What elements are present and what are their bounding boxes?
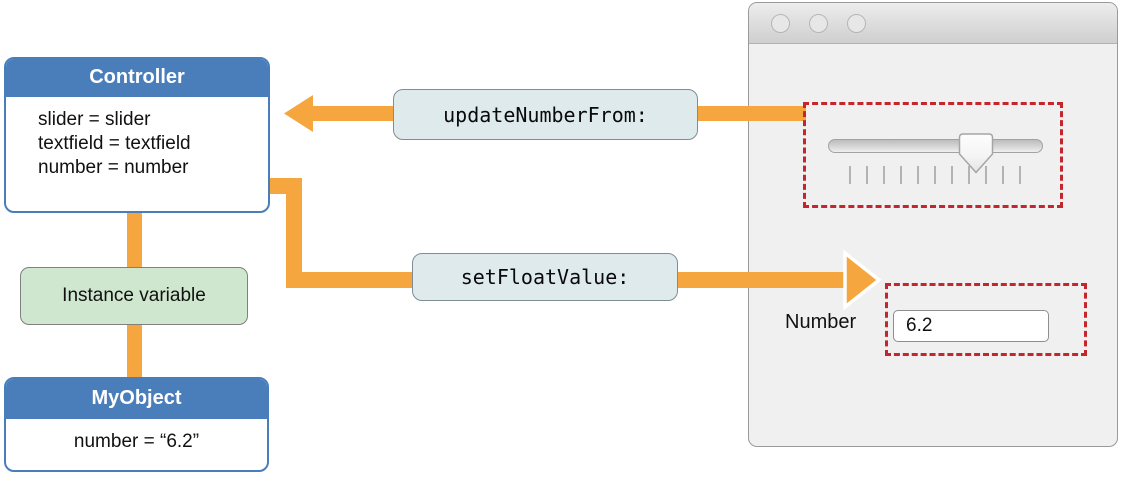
number-input[interactable]	[893, 310, 1049, 342]
slider-highlight-box	[803, 102, 1063, 208]
controller-box: Controller slider = slider textfield = t…	[4, 57, 270, 213]
slider-tick	[1002, 166, 1004, 184]
myobject-box: MyObject number = “6.2”	[4, 377, 269, 472]
instance-variable-box: Instance variable	[20, 267, 248, 325]
slider-tick	[934, 166, 936, 184]
controller-body: slider = slider textfield = textfield nu…	[6, 97, 268, 180]
controller-title: Controller	[6, 59, 268, 97]
instance-variable-label: Instance variable	[62, 285, 206, 306]
slider-tick-marks	[849, 166, 1021, 184]
window-titlebar[interactable]	[749, 3, 1117, 44]
setfloat-arrow-head	[843, 249, 882, 311]
controller-line-textfield: textfield = textfield	[38, 133, 191, 154]
controller-line-slider: slider = slider	[38, 109, 151, 130]
traffic-light-minimize-button[interactable]	[809, 13, 828, 33]
connector-instance-variable-to-myobject	[127, 323, 142, 379]
slider-tick	[951, 166, 953, 184]
number-field-label: Number	[785, 311, 857, 333]
slider-tick	[900, 166, 902, 184]
slider-tick	[866, 166, 868, 184]
slider-tick	[917, 166, 919, 184]
slider-tick	[1019, 166, 1021, 184]
slider-thumb[interactable]	[958, 133, 994, 174]
traffic-light-zoom-button[interactable]	[847, 13, 866, 33]
set-float-value-label: setFloatValue:	[412, 253, 678, 301]
slider-tick	[849, 166, 851, 184]
slider-tick	[968, 166, 970, 184]
app-window	[748, 2, 1118, 447]
traffic-light-close-button[interactable]	[771, 13, 790, 33]
myobject-title: MyObject	[6, 379, 267, 419]
slider-tick	[985, 166, 987, 184]
connector-controller-to-instance-variable	[127, 211, 142, 269]
slider-tick	[883, 166, 885, 184]
controller-line-number: number = number	[38, 157, 189, 178]
update-arrow-head	[284, 95, 313, 132]
myobject-line-number: number = “6.2”	[73, 431, 200, 452]
number-field-highlight-box	[885, 283, 1087, 356]
update-number-from-label: updateNumberFrom:	[393, 89, 698, 140]
